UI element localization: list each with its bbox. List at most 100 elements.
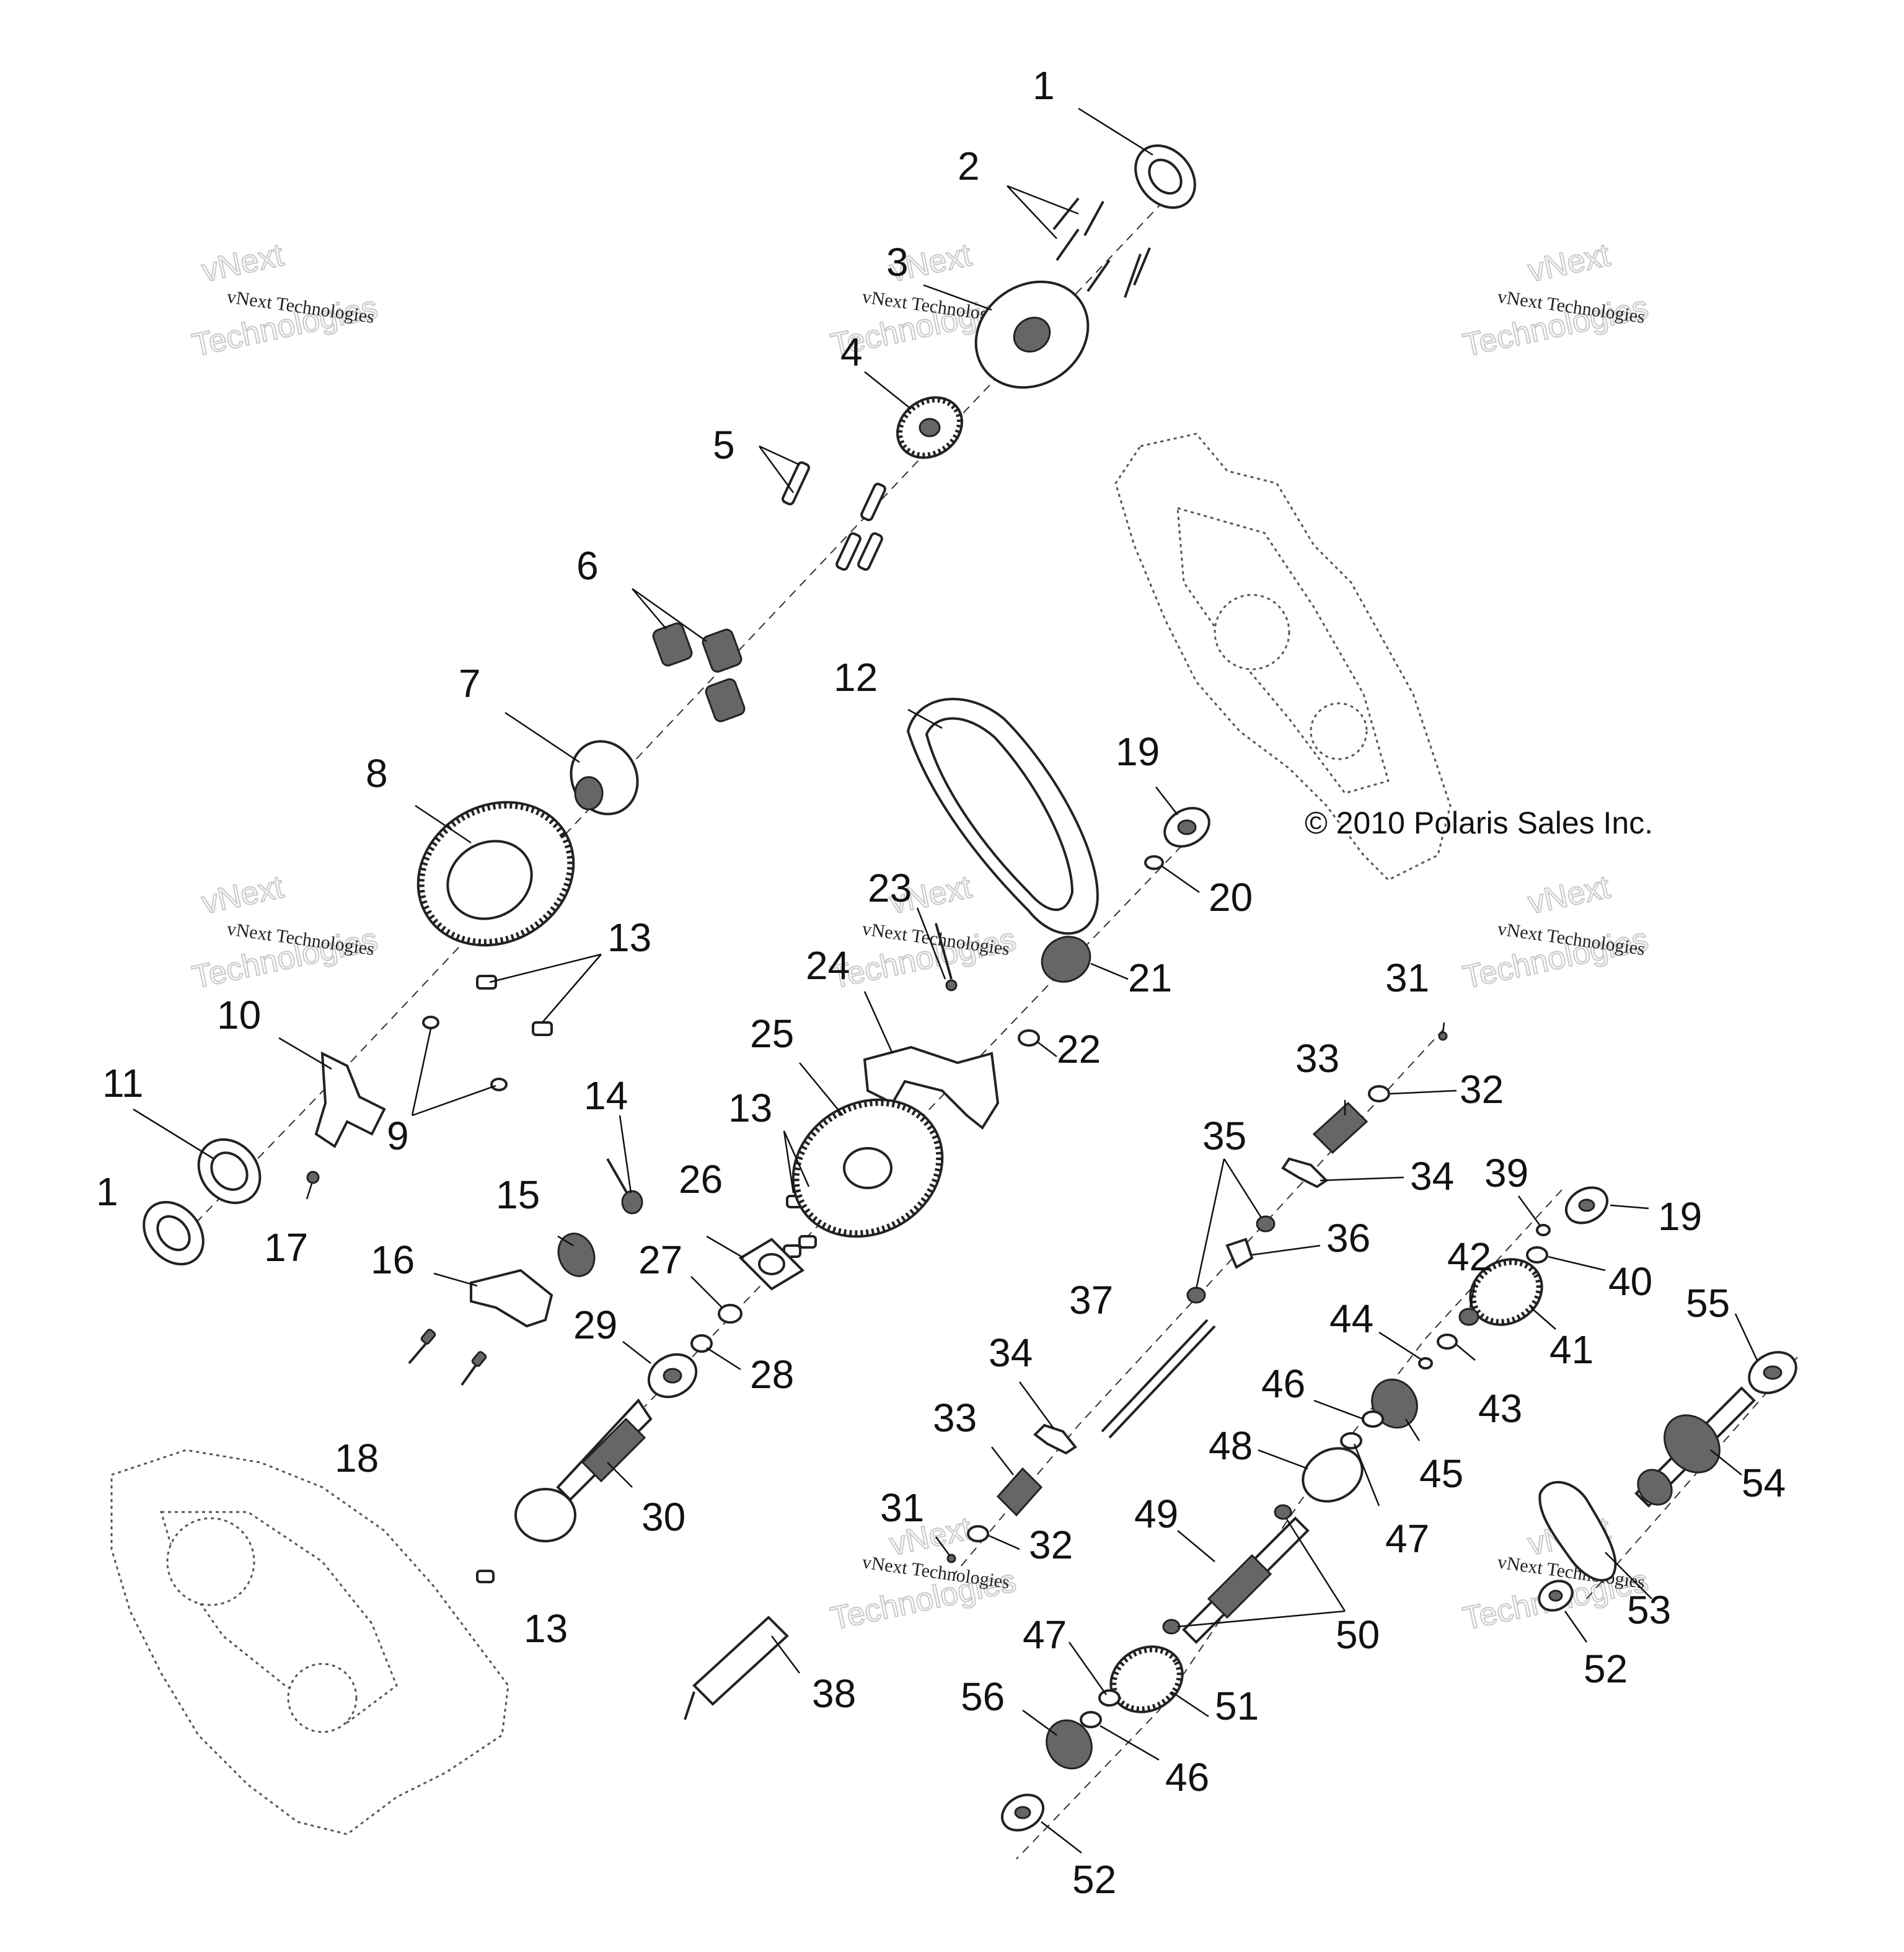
callout-54: 54 [1742, 1461, 1786, 1505]
callout-8: 8 [366, 751, 388, 796]
callout-33-upper: 33 [1295, 1036, 1339, 1081]
callout-30: 30 [641, 1495, 685, 1539]
part-2-bolts [1052, 197, 1151, 298]
part-26-gasket-plate [738, 1238, 805, 1291]
part-16-shift-arm [470, 1268, 553, 1328]
callout-40: 40 [1608, 1259, 1652, 1304]
callout-5: 5 [713, 423, 735, 467]
callout-23: 23 [868, 866, 912, 910]
callout-19-lower: 19 [1658, 1194, 1702, 1239]
callout-11: 11 [102, 1061, 143, 1106]
callout-32-upper: 32 [1460, 1067, 1504, 1112]
callouts: 1 2 3 4 5 6 7 8 9 10 11 1 12 13 13 13 14… [96, 63, 1786, 1902]
callout-27: 27 [638, 1238, 682, 1282]
callout-35: 35 [1202, 1114, 1246, 1158]
part-34-upper-detent-arm [1281, 1157, 1329, 1189]
callout-13-lower: 13 [524, 1606, 568, 1651]
callout-19-upper: 19 [1116, 729, 1160, 774]
callout-47-upper: 47 [1385, 1516, 1429, 1561]
part-7-planet-carrier [570, 740, 639, 816]
callout-39: 39 [1484, 1151, 1528, 1195]
callout-13-upper: 13 [607, 915, 651, 960]
part-46-upper-washer [1362, 1410, 1384, 1428]
part-14-spring [606, 1158, 643, 1215]
part-1-lower-bearing [143, 1200, 205, 1266]
callout-52-upper: 52 [1584, 1646, 1628, 1691]
callout-18: 18 [335, 1436, 379, 1480]
callout-44: 44 [1329, 1296, 1373, 1341]
part-42-bearing [1458, 1308, 1479, 1326]
part-49-input-shaft [1182, 1516, 1310, 1644]
part-52-upper-bearing [1538, 1580, 1574, 1612]
callout-46-lower: 46 [1165, 1755, 1209, 1800]
callout-12: 12 [834, 655, 878, 700]
part-29-bearing [647, 1353, 698, 1399]
part-10-shift-fork [314, 1051, 386, 1148]
part-8-ring-gear [416, 801, 575, 947]
part-33-lower-spring [996, 1467, 1043, 1517]
engine-case-bottom-left [110, 1449, 509, 1835]
callout-52-lower: 52 [1072, 1857, 1116, 1902]
part-3-carrier-cover [974, 280, 1090, 389]
callout-37: 37 [1069, 1278, 1113, 1322]
callout-21: 21 [1128, 956, 1172, 1000]
part-39-washer [1536, 1224, 1551, 1236]
callout-14: 14 [584, 1073, 628, 1118]
part-32-upper-nut [1368, 1085, 1390, 1102]
callout-56: 56 [961, 1674, 1005, 1719]
watermark-top-right: vNext Technologies vNext Technologies [1459, 236, 1652, 364]
watermark-mid-center: vNext Technologies vNext Technologies [827, 868, 1020, 996]
part-17-nut [306, 1171, 320, 1184]
callout-45: 45 [1419, 1451, 1463, 1496]
part-30-output-shaft [514, 1398, 653, 1542]
svg-text:vNext: vNext [198, 237, 287, 289]
part-38-shift-drum [684, 1616, 789, 1720]
callout-3: 3 [886, 240, 909, 284]
callout-50: 50 [1336, 1612, 1380, 1657]
callout-36: 36 [1326, 1216, 1370, 1260]
callout-38: 38 [812, 1671, 856, 1716]
part-52-lower-bearing [1001, 1793, 1044, 1832]
part-1-upper-bearing [1134, 144, 1196, 209]
callout-13-middle: 13 [728, 1086, 772, 1130]
part-51-gear [1109, 1645, 1184, 1713]
callout-29: 29 [573, 1303, 617, 1347]
leader-lines [133, 107, 1758, 1853]
part-47-lower-washer [1098, 1689, 1121, 1707]
callout-34-lower: 34 [989, 1330, 1033, 1375]
svg-text:vNext: vNext [1525, 869, 1613, 921]
svg-text:vNext: vNext [1525, 237, 1613, 289]
part-19-upper-bearing [1163, 807, 1210, 848]
part-12-drive-chain [906, 698, 1099, 935]
callout-6: 6 [576, 543, 599, 588]
part-27-o-ring [718, 1304, 743, 1324]
part-48-gear [1302, 1447, 1364, 1503]
callout-51: 51 [1215, 1684, 1259, 1728]
engine-case-top-right [1114, 433, 1452, 881]
callout-26: 26 [679, 1157, 723, 1202]
part-28-o-ring [690, 1334, 713, 1353]
part-36-cam [1225, 1238, 1254, 1269]
watermark-top-left: vNext Technologies vNext Technologies [188, 236, 381, 364]
callout-10: 10 [217, 993, 261, 1037]
part-53-chain [1538, 1481, 1617, 1581]
part-5-pins [782, 461, 886, 571]
part-22-snap-ring [1018, 1029, 1040, 1047]
part-55-bearing [1748, 1351, 1797, 1394]
part-20-snap-ring [1144, 855, 1164, 870]
callout-41: 41 [1549, 1327, 1593, 1372]
callout-47-lower: 47 [1023, 1612, 1067, 1657]
callout-48: 48 [1209, 1423, 1253, 1468]
callout-7: 7 [459, 661, 481, 706]
callout-25: 25 [750, 1011, 794, 1056]
part-15-idler-gear [557, 1233, 596, 1277]
part-37-shift-rod [1101, 1319, 1216, 1439]
copyright-notice: © 2010 Polaris Sales Inc. [1305, 806, 1653, 840]
callout-20: 20 [1209, 875, 1253, 920]
part-34-lower-detent-arm [1033, 1423, 1077, 1455]
callout-9: 9 [387, 1114, 409, 1158]
part-6-planet-gears [652, 622, 746, 723]
part-43-washer [1437, 1334, 1458, 1350]
part-44-washer [1418, 1357, 1433, 1369]
callout-2: 2 [958, 144, 980, 188]
